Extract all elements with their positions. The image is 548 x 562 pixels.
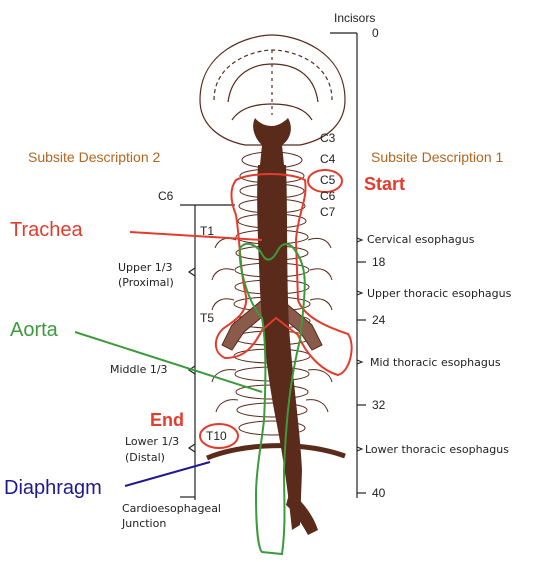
region-upper-line2: (Proximal) [118,276,174,289]
region-upper-line1: Upper 1/3 [118,261,173,274]
diaphragm-pointer [124,461,211,487]
end-label: End [150,410,184,430]
trachea-pointer [129,231,263,241]
scale-tick-0: 0 [372,26,379,40]
rib-stubs [211,237,333,413]
region-lower-thoracic-esophagus: Lower thoracic esophagus [365,443,509,456]
aorta-label: Aorta [10,319,58,341]
scale-tick-24: 24 [372,313,386,327]
vertebra-t10: T10 [206,429,227,443]
region-lower-line2: (Distal) [125,451,165,464]
region-junction-line2: Junction [122,517,167,530]
start-label: Start [364,174,406,194]
vertebra-c6: C6 [320,189,336,203]
vertebra-c4: C4 [320,152,336,166]
vertebra-t5: T5 [200,311,215,325]
region-lower-line1: Lower 1/3 [125,435,180,448]
vertebra-c7: C7 [320,205,336,219]
c5-highlight [307,169,343,193]
esophagus-shape [257,165,302,530]
trachea-label: Trachea [10,219,83,241]
stomach-shape [286,490,318,535]
region-cervical-esophagus: Cervical esophagus [367,233,475,246]
diaphragm-label: Diaphragm [4,477,102,499]
left-scale [180,204,235,500]
diaphragm-shape [206,443,346,461]
incisor-scale [330,32,366,498]
scale-title: Incisors [334,11,376,25]
subsite-heading-right: Subsite Description 1 [371,149,504,165]
region-junction-line1: Cardioesophageal [122,502,221,515]
scale-tick-40: 40 [372,486,386,500]
vertebra-c3: C3 [320,131,336,145]
vertebra-c5: C5 [320,173,336,187]
vertebra-t1: T1 [200,224,215,238]
aorta-outline [238,242,306,556]
pharynx-shape [253,118,291,165]
t10-highlight [199,423,239,449]
left-c6-label: C6 [158,189,174,203]
right-braces [356,237,364,452]
region-mid-thoracic-esophagus: Mid thoracic esophagus [370,356,501,369]
mouth-outline [199,34,346,146]
subsite-heading-left: Subsite Description 2 [28,149,161,165]
scale-tick-32: 32 [372,398,386,412]
scale-tick-18: 18 [372,255,386,269]
region-middle: Middle 1/3 [110,363,168,376]
region-upper-thoracic-esophagus: Upper thoracic esophagus [367,287,512,300]
aorta-pointer [74,331,263,393]
